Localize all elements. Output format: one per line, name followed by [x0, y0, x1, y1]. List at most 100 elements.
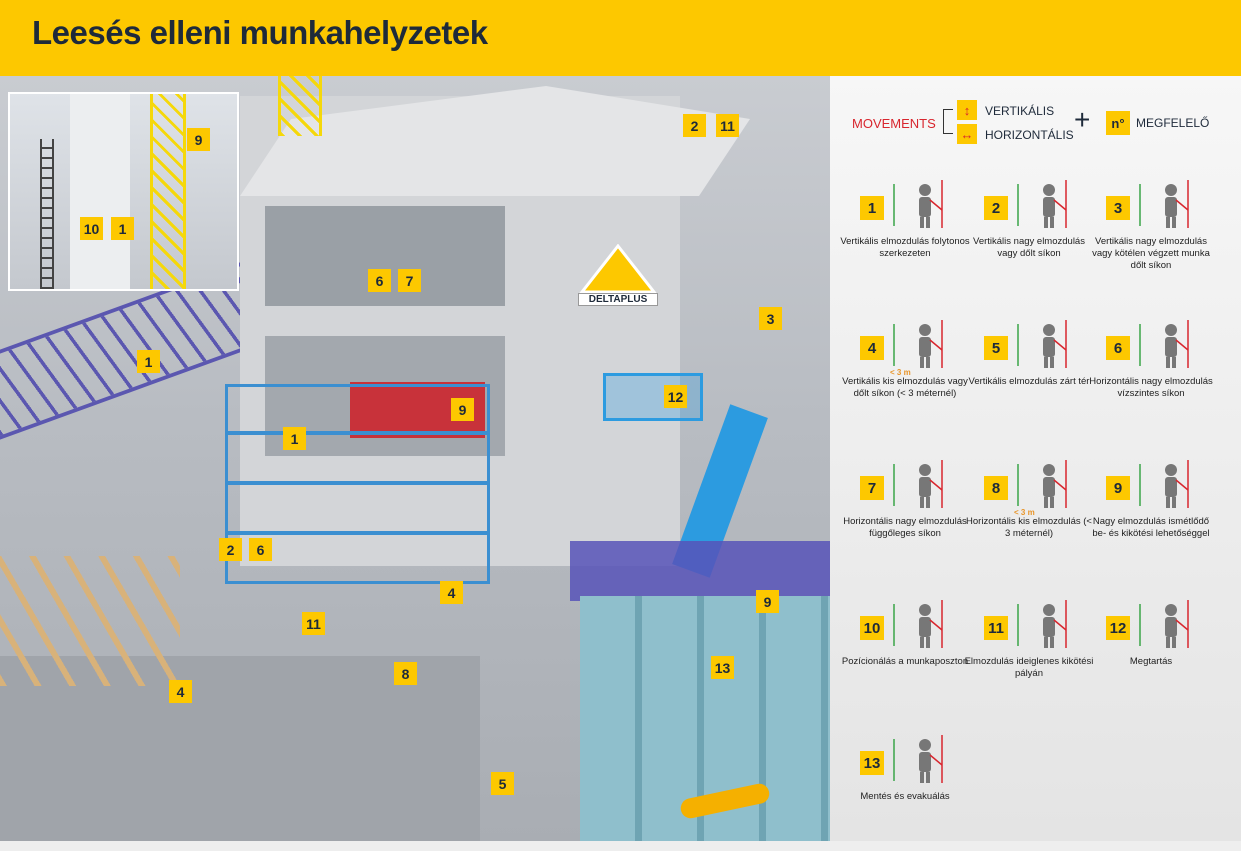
- legend-number-badge: 3: [1106, 196, 1130, 220]
- legend-caption: Elmozdulás ideiglenes kikötési pályán: [964, 656, 1094, 679]
- position-badge: 9: [187, 128, 210, 151]
- header-banner: Leesés elleni munkahelyzetek: [0, 0, 1241, 76]
- legend-panel: MOVEMENTS ↕ ↔ VERTIKÁLIS HORIZONTÁLIS + …: [830, 76, 1241, 841]
- position-badge: 3: [759, 307, 782, 330]
- construction-scene-illustration: DELTAPLUS 9 10 1 2 11 6 7 3 1 9 12 1 2 6…: [0, 76, 830, 841]
- position-badge: 1: [283, 427, 306, 450]
- worker-harness-icon: [1139, 600, 1189, 648]
- wind-turbine-inset: 9 10 1: [8, 92, 239, 291]
- position-badge: 11: [716, 114, 739, 137]
- deltaplus-triangle-icon: [578, 243, 658, 294]
- legend-number-badge: 13: [860, 751, 884, 775]
- position-badge: 13: [711, 656, 734, 679]
- horizontal-label: HORIZONTÁLIS: [985, 128, 1074, 142]
- legend-number-badge: 9: [1106, 476, 1130, 500]
- legend-number-badge: 7: [860, 476, 884, 500]
- worker-harness-icon: [1017, 180, 1067, 228]
- worker-harness-icon: [893, 320, 943, 368]
- worker-harness-icon: [893, 460, 943, 508]
- legend-caption: Pozícionálás a munkaposzton: [841, 656, 969, 667]
- worker-harness-icon: [1139, 180, 1189, 228]
- plus-icon: +: [1074, 104, 1091, 135]
- worker-harness-icon: [1017, 460, 1067, 508]
- legend-number-badge: 12: [1106, 616, 1130, 640]
- vertical-label: VERTIKÁLIS: [985, 104, 1055, 118]
- legend-caption: Vertikális nagy elmozdulás vagy kötélen …: [1092, 236, 1210, 271]
- movements-label: MOVEMENTS: [852, 116, 936, 131]
- legend-caption: Horizontális nagy elmozdulás vízszintes …: [1089, 376, 1213, 399]
- position-badge: 8: [394, 662, 417, 685]
- legend-number-badge: 6: [1106, 336, 1130, 360]
- number-symbol: n°: [1106, 111, 1130, 135]
- worker-harness-icon: [1139, 460, 1189, 508]
- page-title: Leesés elleni munkahelyzetek: [32, 14, 488, 51]
- legend-caption: Mentés és evakuálás: [860, 791, 950, 802]
- measure-label: < 3 m: [1014, 508, 1035, 517]
- position-badge: 9: [451, 398, 474, 421]
- legend-number-badge: 2: [984, 196, 1008, 220]
- position-badge: 12: [664, 385, 687, 408]
- position-badge: 7: [398, 269, 421, 292]
- worker-harness-icon: [893, 180, 943, 228]
- legend-number-badge: 11: [984, 616, 1008, 640]
- legend-number-badge: 4: [860, 336, 884, 360]
- worker-harness-icon: [893, 600, 943, 648]
- position-badge: 1: [111, 217, 134, 240]
- position-badge: 6: [368, 269, 391, 292]
- industrial-platform: [570, 541, 830, 601]
- position-badge: 9: [756, 590, 779, 613]
- vertical-arrow-icon: ↕: [957, 100, 977, 120]
- legend-caption: Horizontális kis elmozdulás (< 3 méterné…: [966, 516, 1092, 539]
- ground-slab: [0, 656, 480, 841]
- horizontal-arrow-icon: ↔: [957, 124, 977, 144]
- position-badge: 6: [249, 538, 272, 561]
- legend-number-badge: 8: [984, 476, 1008, 500]
- deltaplus-logo-text: DELTAPLUS: [578, 293, 658, 306]
- deltaplus-logo: DELTAPLUS: [578, 243, 658, 306]
- legend-caption: Horizontális nagy elmozdulás függőleges …: [843, 516, 967, 539]
- position-badge: 4: [440, 581, 463, 604]
- turbine-tower: [70, 94, 130, 289]
- legend-caption: Vertikális elmozdulás zárt tér: [968, 376, 1090, 387]
- yellow-tower: [150, 94, 186, 289]
- measure-label: < 3 m: [890, 368, 911, 377]
- position-badge: 2: [683, 114, 706, 137]
- worker-harness-icon: [1139, 320, 1189, 368]
- legend-number-badge: 5: [984, 336, 1008, 360]
- worker-harness-icon: [1017, 320, 1067, 368]
- legend-caption: Nagy elmozdulás ismétlődő be- és kikötés…: [1092, 516, 1210, 539]
- position-badge: 11: [302, 612, 325, 635]
- position-badge: 1: [137, 350, 160, 373]
- position-badge: 4: [169, 680, 192, 703]
- matching-label: MEGFELELŐ: [1136, 116, 1210, 130]
- crane-tower: [278, 76, 322, 136]
- roof-trusses: [0, 556, 180, 686]
- bracket: [943, 109, 953, 134]
- ladder: [40, 139, 54, 289]
- worker-harness-icon: [1017, 600, 1067, 648]
- legend-number-badge: 1: [860, 196, 884, 220]
- worker-harness-icon: [893, 735, 943, 783]
- legend-caption: Vertikális elmozdulás folytonos szerkeze…: [840, 236, 970, 259]
- legend-caption: Megtartás: [1129, 656, 1173, 667]
- position-badge: 10: [80, 217, 103, 240]
- position-badge: 2: [219, 538, 242, 561]
- legend-caption: Vertikális nagy elmozdulás vagy dőlt sík…: [973, 236, 1085, 259]
- position-badge: 5: [491, 772, 514, 795]
- aerial-platform: [603, 373, 703, 421]
- legend-caption: Vertikális kis elmozdulás vagy dőlt síko…: [842, 376, 968, 399]
- legend-number-badge: 10: [860, 616, 884, 640]
